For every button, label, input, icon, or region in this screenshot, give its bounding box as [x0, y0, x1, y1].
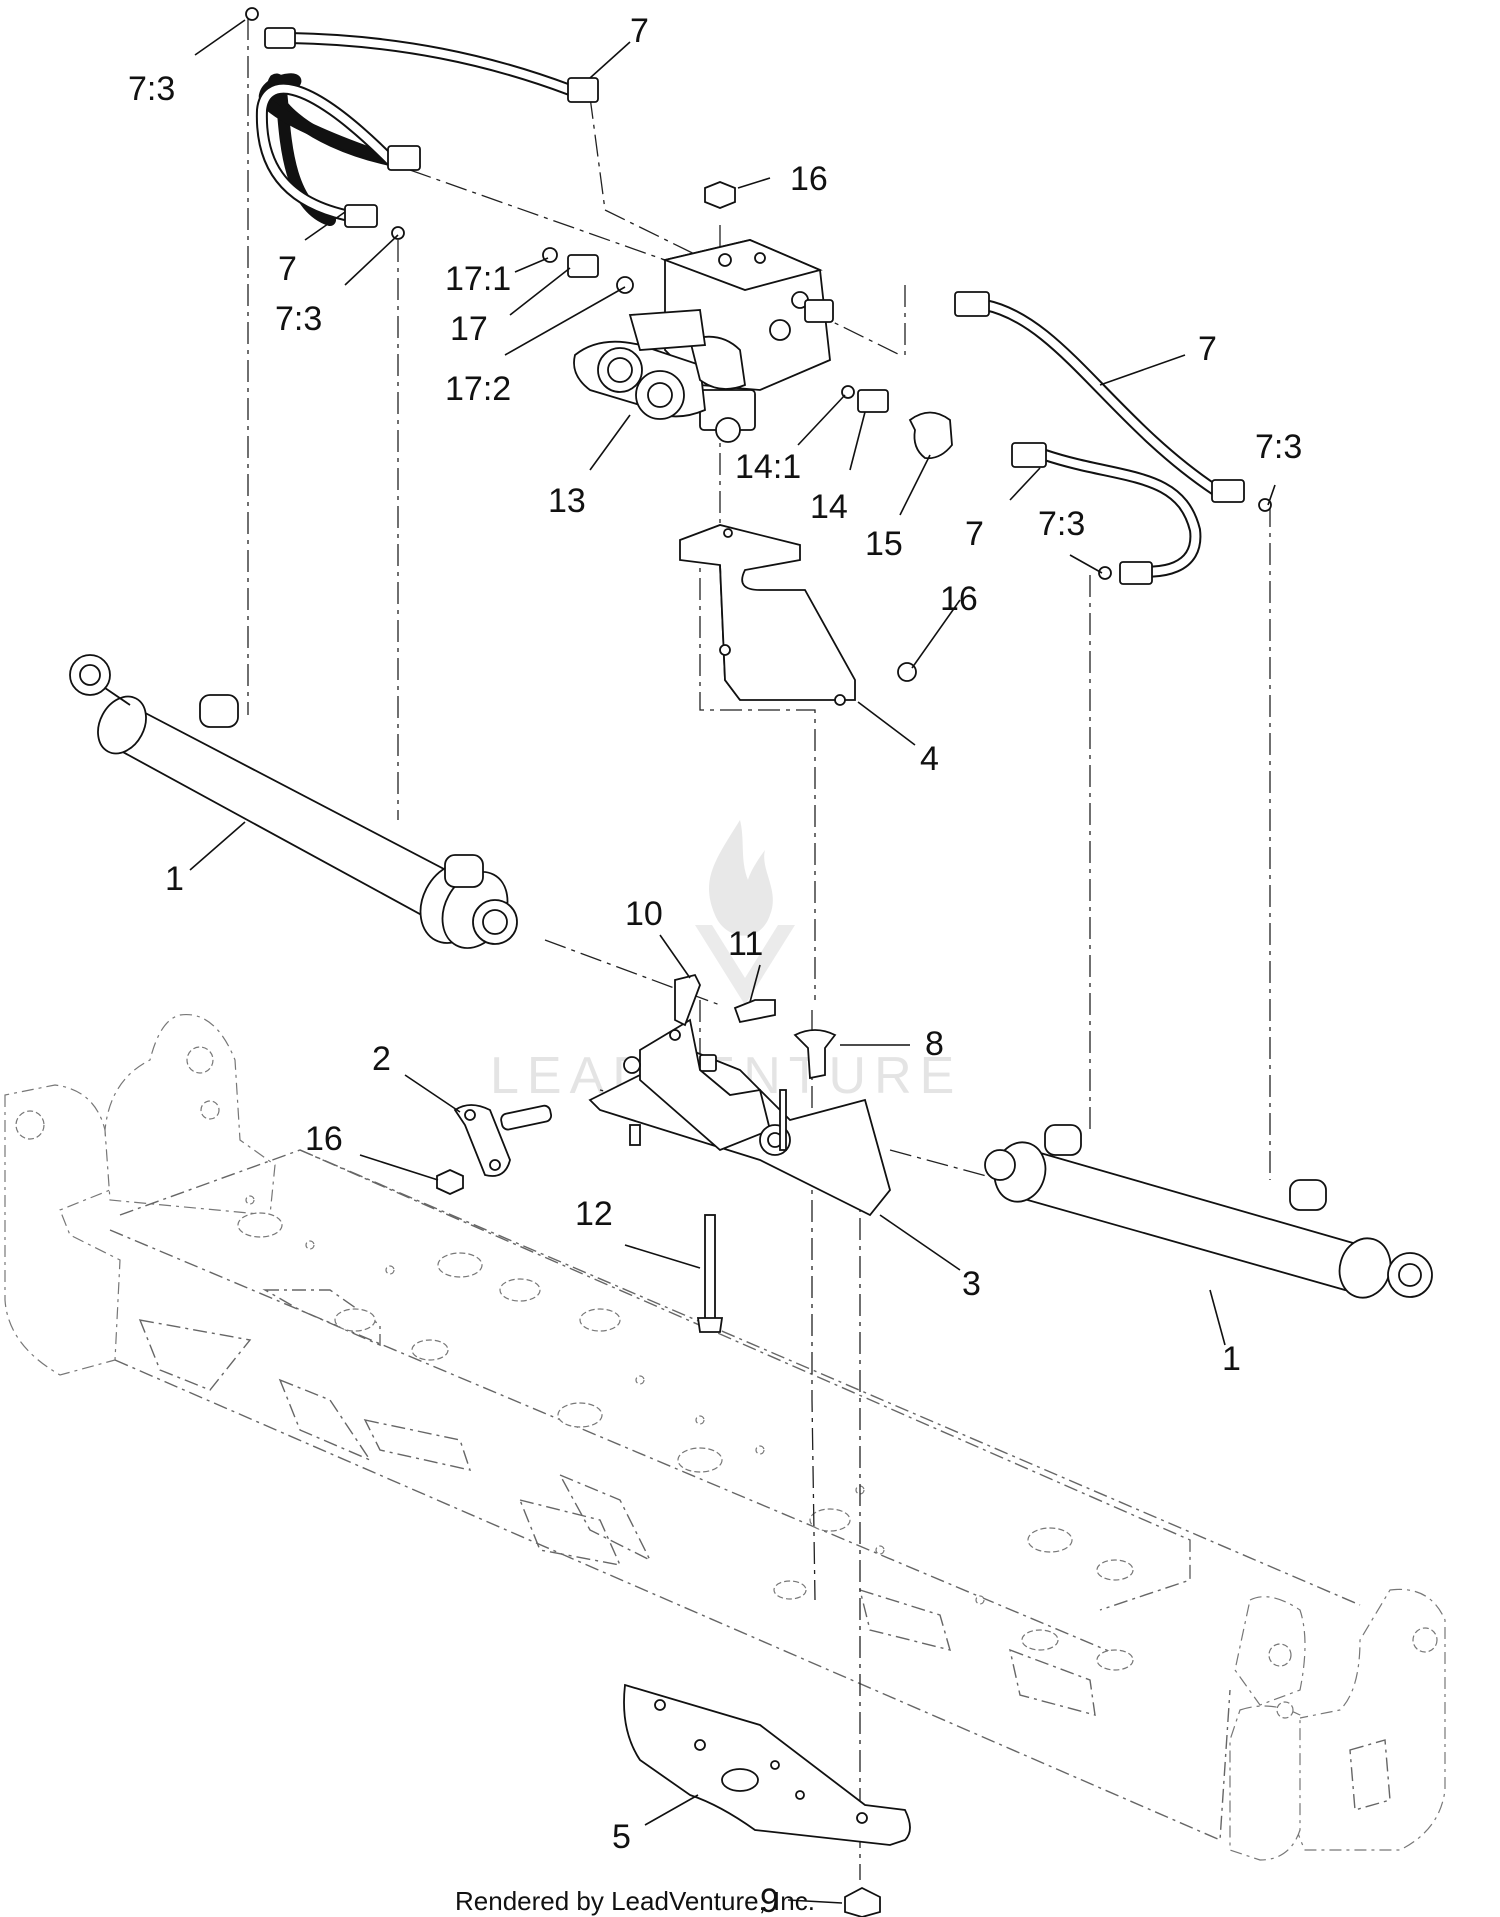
callout-1: 1: [1222, 1340, 1241, 1378]
callout-7-3: 7:3: [275, 300, 322, 338]
callout-10: 10: [625, 895, 663, 933]
cylinder-right: [984, 1124, 1433, 1299]
callout-16: 16: [790, 160, 828, 198]
cylinder-left: [69, 654, 518, 949]
callout-7-3: 7:3: [1038, 505, 1085, 543]
callout-8: 8: [925, 1025, 944, 1063]
callout-3: 3: [962, 1265, 981, 1303]
chevron-logo-icon: [695, 925, 795, 1005]
callout-7: 7: [1198, 330, 1217, 368]
flame-logo-icon: [709, 820, 773, 936]
callout-1: 1: [165, 860, 184, 898]
callout-16: 16: [940, 580, 978, 618]
callout-14: 14: [810, 488, 848, 526]
callout-17: 17: [450, 310, 488, 348]
callout-7: 7: [965, 515, 984, 553]
callout-17-2: 17:2: [445, 370, 511, 408]
callout-7: 7: [630, 12, 649, 50]
nut-16-lower: [436, 1169, 464, 1195]
leader-lines: [189, 19, 1276, 1904]
callout-11: 11: [728, 925, 763, 963]
callout-16: 16: [305, 1120, 343, 1158]
callout-9: 9: [760, 1882, 779, 1917]
bolt-11: [733, 999, 776, 1024]
valve-bracket: [679, 524, 917, 706]
bolt-8: [793, 1029, 837, 1080]
callout-7: 7: [278, 250, 297, 288]
callout-12: 12: [575, 1195, 613, 1233]
callout-14-1: 14:1: [735, 448, 801, 486]
callout-7-3: 7:3: [128, 70, 175, 108]
main-frame: [4, 1013, 1446, 1861]
render-credit: Rendered by LeadVenture, Inc.: [455, 1886, 815, 1916]
nut-9: [844, 1886, 881, 1917]
bolt-10: [674, 973, 701, 1027]
callout-2: 2: [372, 1040, 391, 1078]
pin-plate: [453, 1104, 553, 1177]
callout-13: 13: [548, 482, 586, 520]
valve-assembly: [542, 181, 953, 460]
hydraulic-hoses: [245, 7, 1272, 585]
leadventure-watermark: LEADVENTURE: [490, 820, 954, 1105]
pivot-bracket: [588, 1018, 891, 1217]
bolt-12: [704, 1214, 716, 1321]
callout-labels: 7 7:3 16 7 7:3 17:1 17 17:2 7 7:3 13 14:…: [128, 12, 1302, 1917]
callout-4: 4: [920, 740, 939, 778]
callout-7-3: 7:3: [1255, 428, 1302, 466]
callout-5: 5: [612, 1818, 631, 1856]
callout-15: 15: [865, 525, 903, 563]
frame-plate: [623, 1683, 911, 1846]
callout-17-1: 17:1: [445, 260, 511, 298]
